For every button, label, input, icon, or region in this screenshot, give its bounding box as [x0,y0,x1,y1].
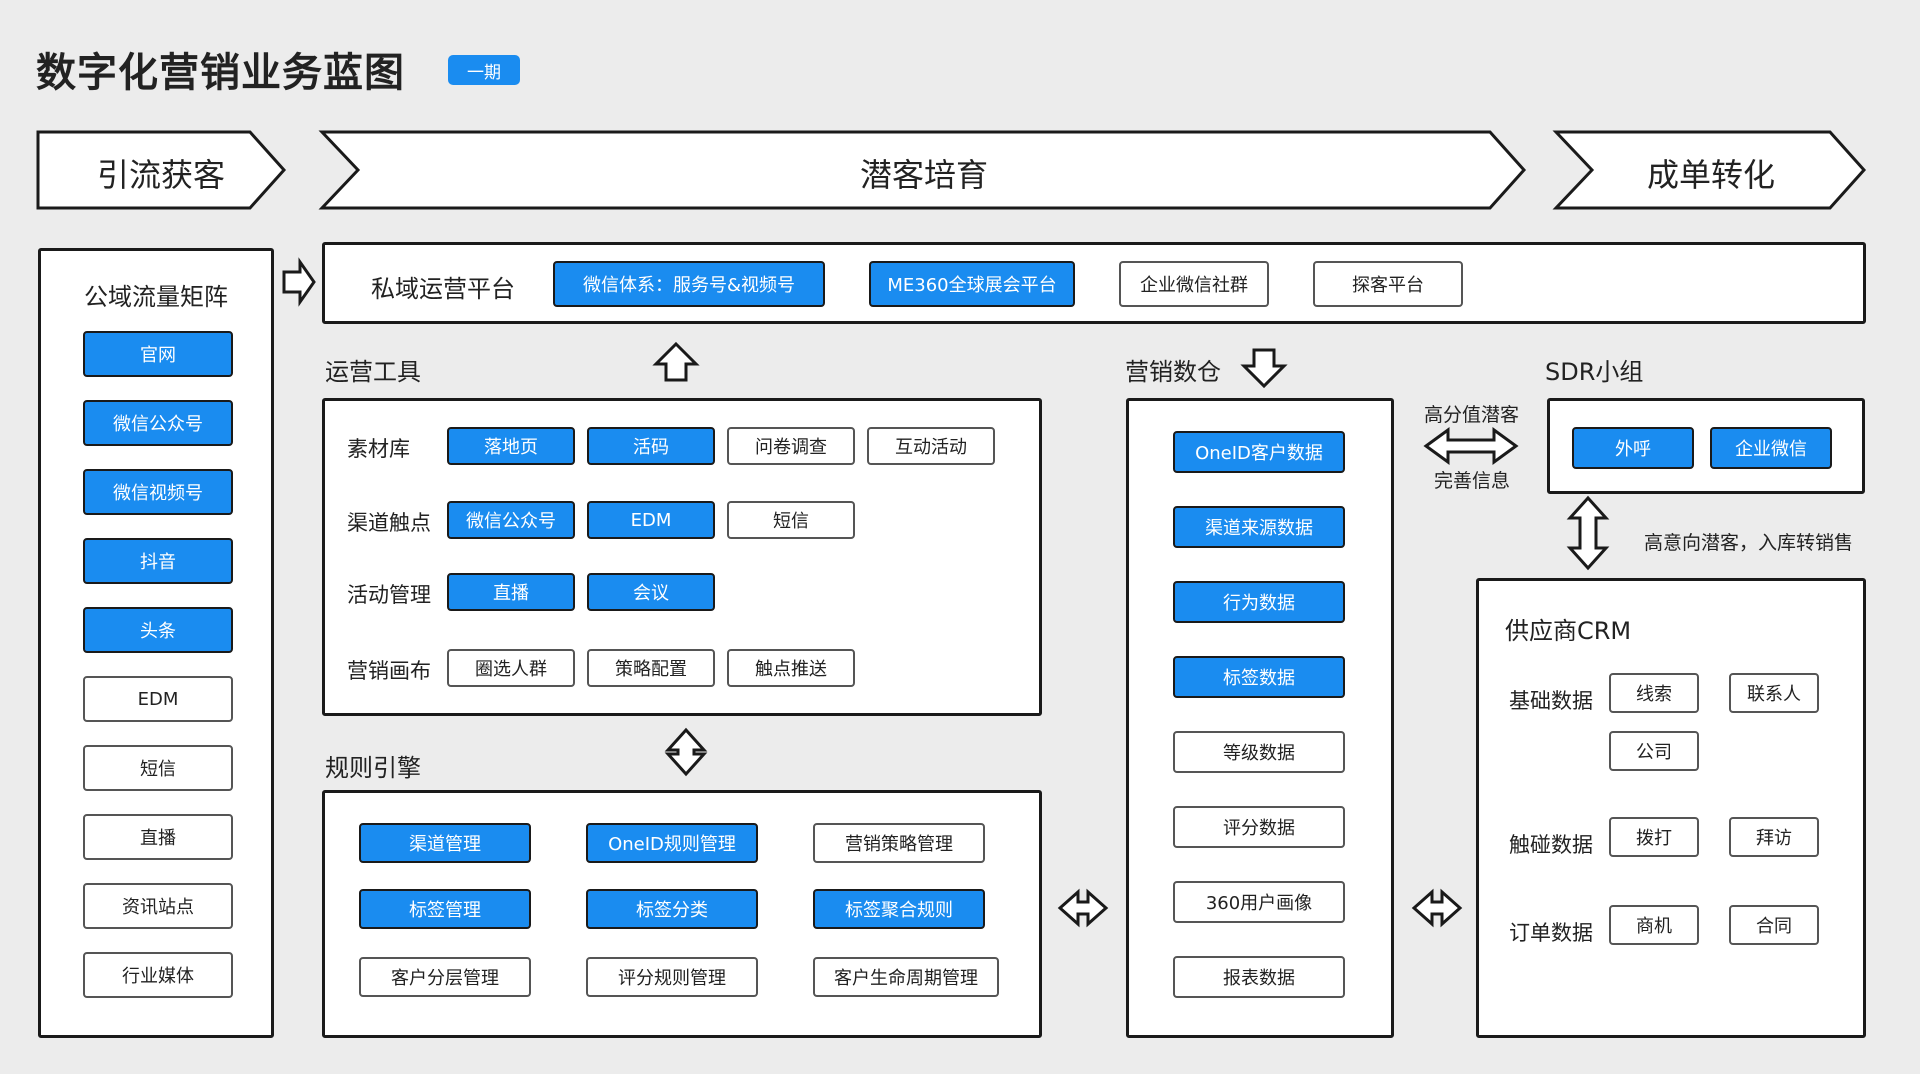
warehouse-data-item[interactable]: 等级数据 [1173,731,1345,773]
warehouse-panel: OneID客户数据渠道来源数据行为数据标签数据等级数据评分数据 360用户画像报表… [1126,398,1394,1038]
sdr-title: SDR小组 [1545,358,1644,386]
rules-engine-item[interactable]: 评分规则管理 [586,957,758,997]
ops-row-label: 渠道触点 [347,511,431,535]
public-matrix-panel: 公域流量矩阵 官网微信公众号微信视频号抖音头条 EDM 短信直播资讯站点行业媒体 [38,248,274,1038]
warehouse-data-item[interactable]: 标签数据 [1173,656,1345,698]
crm-data-item[interactable]: 合同 [1729,905,1819,945]
stage-label-2: 潜客培育 [859,156,988,194]
crm-row-label: 触碰数据 [1509,833,1593,857]
ops-tool-item[interactable]: 短信 [727,501,855,539]
arrow-public-to-private [282,257,316,307]
ops-tool-item[interactable]: 活码 [587,427,715,465]
ops-tool-item[interactable]: 问卷调查 [727,427,855,465]
private-platform-title: 私域运营平台 [371,275,515,303]
arrow-tools-to-platform [652,341,700,382]
ops-tool-item[interactable]: 落地页 [447,427,575,465]
rules-engine-item[interactable]: OneID规则管理 [586,823,758,863]
crm-data-item[interactable]: 联系人 [1729,673,1819,713]
note-sdr-to-crm: 高意向潜客，入库转销售 [1644,532,1854,554]
warehouse-data-item[interactable]: OneID客户数据 [1173,431,1345,473]
ops-tool-item[interactable]: 直播 [447,573,575,611]
arrow-warehouse-down [1240,348,1288,389]
platform-item[interactable]: 探客平台 [1313,261,1463,307]
sdr-item[interactable]: 企业微信 [1710,427,1832,469]
crm-data-item[interactable]: 线索 [1609,673,1699,713]
public-channel-item[interactable]: 微信视频号 [83,469,233,515]
public-matrix-title: 公域流量矩阵 [84,283,228,311]
ops-tool-item[interactable]: EDM [587,501,715,539]
crm-data-item[interactable]: 商机 [1609,905,1699,945]
private-platform-panel: 私域运营平台 微信体系：服务号&视频号 ME360全球展会平台企业微信社群探客平台 [322,242,1866,324]
warehouse-data-item[interactable]: 360用户画像 [1173,881,1345,923]
stage-label-3: 成单转化 [1646,156,1775,194]
public-channel-item[interactable]: EDM [83,676,233,722]
warehouse-data-item[interactable]: 评分数据 [1173,806,1345,848]
ops-tool-item[interactable]: 圈选人群 [447,649,575,687]
crm-title: 供应商CRM [1505,617,1632,645]
rules-engine-item[interactable]: 客户分层管理 [359,957,531,997]
rules-engine-item[interactable]: 标签管理 [359,889,531,929]
rules-engine-item[interactable]: 营销策略管理 [813,823,985,863]
warehouse-data-item[interactable]: 渠道来源数据 [1173,506,1345,548]
rules-engine-item[interactable]: 客户生命周期管理 [813,957,999,997]
arrow-tools-rules [664,727,708,777]
warehouse-title: 营销数仓 [1125,358,1221,386]
public-channel-item[interactable]: 行业媒体 [83,952,233,998]
crm-data-item[interactable]: 公司 [1609,731,1699,771]
rules-engine-title: 规则引擎 [325,754,421,782]
rules-engine-item[interactable]: 渠道管理 [359,823,531,863]
public-channel-item[interactable]: 抖音 [83,538,233,584]
crm-panel: 供应商CRM 基础数据线索联系人公司触碰数据拨打拜访订单数据商机合同 [1476,578,1866,1038]
note-complete-info: 完善信息 [1434,470,1511,492]
note-high-value: 高分值潜客 [1424,404,1520,426]
crm-row-label: 基础数据 [1509,689,1593,713]
stage-label-1: 引流获客 [96,156,225,194]
warehouse-data-item[interactable]: 报表数据 [1173,956,1345,998]
ops-tool-item[interactable]: 策略配置 [587,649,715,687]
ops-tools-panel: 素材库 落地页活码问卷调查互动活动渠道触点微信公众号 EDM 短信活动管理直播会议营销… [322,398,1042,716]
public-channel-item[interactable]: 微信公众号 [83,400,233,446]
rules-engine-item[interactable]: 标签分类 [586,889,758,929]
page-title: 数字化营销业务蓝图 [36,50,405,96]
rules-engine-panel: 渠道管理 OneID规则管理 营销策略管理标签管理 标签分类 标签聚合规则客户分层管理 评… [322,790,1042,1038]
ops-tool-item[interactable]: 互动活动 [867,427,995,465]
platform-item[interactable]: 企业微信社群 [1119,261,1269,307]
public-channel-item[interactable]: 头条 [83,607,233,653]
ops-tool-item[interactable]: 会议 [587,573,715,611]
ops-row-label: 活动管理 [347,583,431,607]
ops-tool-item[interactable]: 触点推送 [727,649,855,687]
public-channel-item[interactable]: 资讯站点 [83,883,233,929]
ops-row-label: 营销画布 [347,659,431,683]
rules-engine-item[interactable]: 标签聚合规则 [813,889,985,929]
crm-row-label: 订单数据 [1509,921,1593,945]
sdr-item[interactable]: 外呼 [1572,427,1694,469]
phase-badge: 一期 [448,55,520,85]
public-channel-item[interactable]: 官网 [83,331,233,377]
ops-tool-item[interactable]: 微信公众号 [447,501,575,539]
sdr-panel: 外呼企业微信 [1547,398,1865,494]
platform-item[interactable]: 微信体系：服务号&视频号 [553,261,825,307]
arrow-rules-warehouse [1057,888,1109,928]
crm-data-item[interactable]: 拨打 [1609,817,1699,857]
platform-item[interactable]: ME360全球展会平台 [869,261,1075,307]
public-channel-item[interactable]: 直播 [83,814,233,860]
crm-data-item[interactable]: 拜访 [1729,817,1819,857]
warehouse-data-item[interactable]: 行为数据 [1173,581,1345,623]
public-channel-item[interactable]: 短信 [83,745,233,791]
ops-row-label: 素材库 [347,437,410,461]
arrow-warehouse-sdr [1423,427,1519,465]
arrow-warehouse-crm [1411,888,1463,928]
arrow-sdr-crm [1566,495,1610,571]
ops-tools-title: 运营工具 [325,358,421,386]
